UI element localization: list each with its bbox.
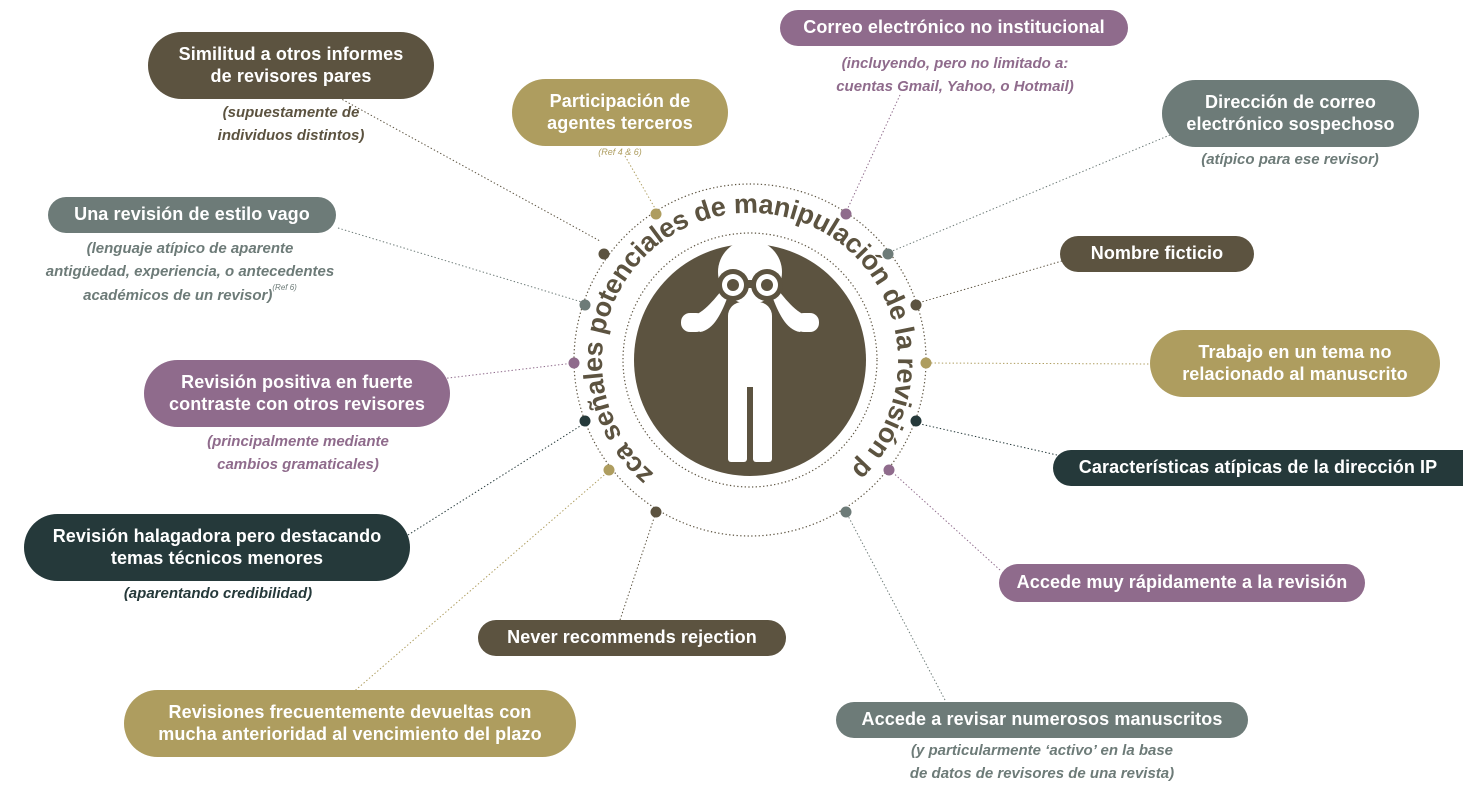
signal-correo-sospechoso-line2: electrónico sospechoso (1186, 113, 1395, 134)
signal-similitud: Similitud a otros informes de revisores … (148, 32, 434, 99)
connector-positiva (439, 362, 575, 380)
signal-positiva: Revisión positiva en fuerte contraste co… (144, 360, 450, 427)
signal-positiva-line1: Revisión positiva en fuerte (181, 372, 413, 393)
signal-rejection: Never recommends rejection (478, 620, 786, 656)
dot-tema (920, 357, 932, 369)
connector-terceros (624, 155, 657, 211)
dot-terceros (650, 208, 662, 220)
signal-frecuentes-line2: mucha anterioridad al vencimiento del pl… (158, 723, 542, 744)
signal-correo-sospechoso: Dirección de correo electrónico sospecho… (1162, 80, 1419, 147)
signal-ip-line1: Características atípicas de la dirección… (1078, 457, 1438, 478)
note-terceros-line1: (Ref 4 & 6) (598, 147, 642, 157)
signal-halagadora-line2: temas técnicos menores (110, 547, 324, 568)
note-terceros: (Ref 4 & 6) (585, 146, 655, 160)
connector-numerosos (845, 511, 946, 701)
note-numerosos-line1: (y particularmente ‘activo’ en la base (910, 742, 1174, 759)
note-similitud: (supuestamente de individuos distintos) (186, 101, 396, 148)
connector-frecuentes (349, 469, 611, 696)
connector-correo-no-inst (846, 94, 901, 211)
dot-positiva (568, 357, 580, 369)
note-numerosos: (y particularmente ‘activo’ en la base d… (846, 739, 1238, 786)
outer-ring (573, 183, 927, 537)
signal-terceros-line1: Participación de (549, 91, 691, 112)
signal-vago-line1: Una revisión de estilo vago (74, 204, 310, 225)
signal-positiva-line2: contraste con otros revisores (169, 393, 425, 414)
signal-numerosos: Accede a revisar numerosos manuscritos (836, 702, 1248, 738)
note-correo-no-inst: (incluyendo, pero no limitado a: cuentas… (800, 52, 1110, 99)
signal-rejection-line1: Never recommends rejection (507, 627, 757, 648)
signal-ficticio: Nombre ficticio (1060, 236, 1254, 272)
signal-correo-sospechoso-line1: Dirección de correo (1205, 92, 1376, 113)
dot-ip (910, 415, 922, 427)
connector-halagadora (407, 422, 586, 536)
note-correo-sospechoso-line1: (atípico para ese revisor) (1201, 151, 1379, 168)
connector-ficticio (917, 260, 1063, 304)
note-halagadora-line1: (aparentando credibilidad) (123, 585, 313, 602)
note-vago-line2: antigüedad, experiencia, o antecedentes (45, 263, 335, 281)
signal-tema-line2: relacionado al manuscrito (1182, 363, 1408, 384)
signal-ficticio-line1: Nombre ficticio (1090, 243, 1224, 264)
note-numerosos-line2: de datos de revisores de una revista) (909, 765, 1175, 783)
note-positiva-line1: (principalmente mediante (207, 433, 389, 450)
note-similitud-line2: individuos distintos) (217, 127, 365, 145)
signal-similitud-line1: Similitud a otros informes (178, 44, 404, 65)
connector-rejection (619, 511, 657, 621)
signal-terceros-line2: agentes terceros (547, 112, 693, 133)
note-similitud-line1: (supuestamente de (222, 104, 360, 121)
signal-correo-no-inst-line1: Correo electrónico no institucional (803, 17, 1105, 38)
note-vago-line3-wrap: académicos de un revisor)(Ref 6) (0, 282, 380, 307)
note-vago: (lenguaje atípico de aparente antigüedad… (0, 237, 380, 307)
dot-correo-sospechoso (882, 248, 894, 260)
signal-rapido-line1: Accede muy rápidamente a la revisión (1016, 572, 1348, 593)
note-halagadora: (aparentando credibilidad) (60, 582, 376, 605)
dot-rejection (650, 506, 662, 518)
signal-halagadora-line1: Revisión halagadora pero destacando (52, 526, 382, 547)
connector-ip (915, 422, 1058, 456)
signal-frecuentes: Revisiones frecuentemente devueltas con … (124, 690, 576, 757)
note-vago-line3: académicos de un revisor) (83, 286, 273, 304)
signal-numerosos-line1: Accede a revisar numerosos manuscritos (861, 709, 1223, 730)
signal-frecuentes-line1: Revisiones frecuentemente devueltas con (168, 702, 532, 723)
note-vago-line1: (lenguaje atípico de aparente (86, 240, 294, 257)
signal-rapido: Accede muy rápidamente a la revisión (999, 564, 1365, 602)
signal-tema: Trabajo en un tema no relacionado al man… (1150, 330, 1440, 397)
note-positiva: (principalmente mediante cambios gramati… (168, 430, 428, 477)
note-correo-no-inst-line1: (incluyendo, pero no limitado a: (841, 55, 1069, 72)
note-positiva-line2: cambios gramaticales) (217, 456, 379, 474)
dot-halagadora (579, 415, 591, 427)
dot-numerosos (840, 506, 852, 518)
signal-ip: Características atípicas de la dirección… (1053, 450, 1463, 486)
connector-tema (926, 362, 1153, 365)
dot-vago (579, 299, 591, 311)
dot-rapido (883, 464, 895, 476)
dot-frecuentes (603, 464, 615, 476)
inner-ring (622, 232, 878, 488)
note-correo-no-inst-line2: cuentas Gmail, Yahoo, o Hotmail) (836, 78, 1074, 96)
signal-similitud-line2: de revisores pares (210, 65, 372, 86)
dot-ficticio (910, 299, 922, 311)
note-correo-sospechoso: (atípico para ese revisor) (1160, 148, 1420, 171)
connector-correo-sospechoso (889, 134, 1171, 253)
signal-terceros: Participación de agentes terceros (512, 79, 728, 146)
dot-similitud (598, 248, 610, 260)
dot-correo-no-inst (840, 208, 852, 220)
signal-tema-line1: Trabajo en un tema no (1198, 342, 1392, 363)
signal-correo-no-inst: Correo electrónico no institucional (780, 10, 1128, 46)
connector-rapido (889, 469, 1001, 571)
note-vago-ref: (Ref 6) (272, 282, 297, 292)
signal-halagadora: Revisión halagadora pero destacando tema… (24, 514, 410, 581)
signal-vago: Una revisión de estilo vago (48, 197, 336, 233)
